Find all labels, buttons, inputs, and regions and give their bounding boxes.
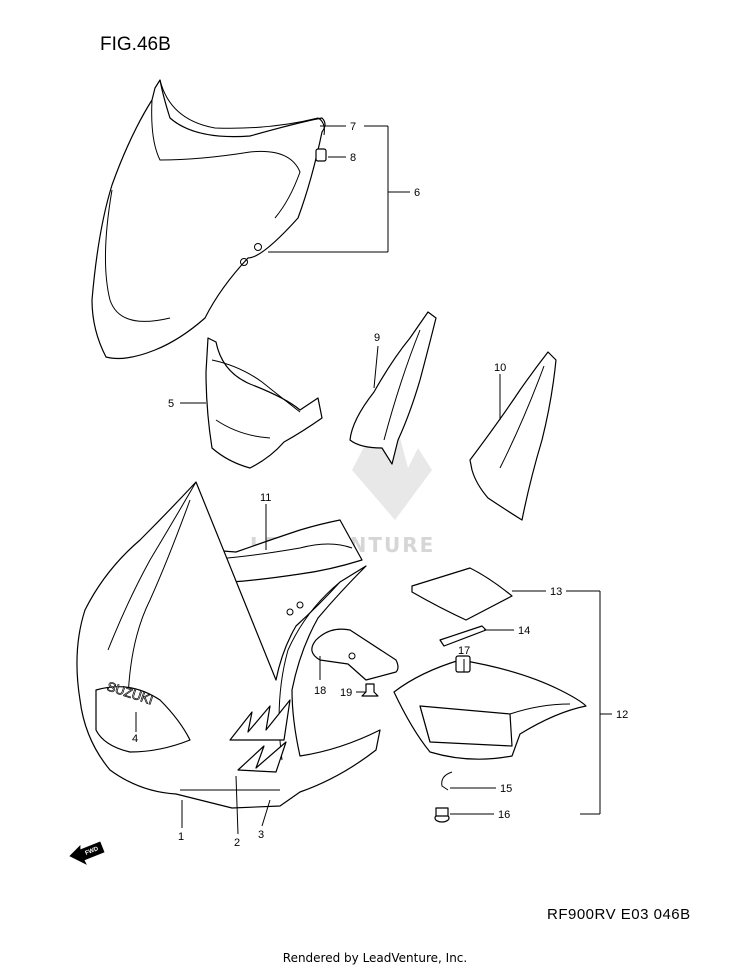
inner-cover bbox=[411, 567, 513, 621]
callout-19: 19 bbox=[340, 687, 352, 699]
inner-side-panel-left bbox=[349, 311, 437, 465]
inner-cowl-bracket bbox=[205, 337, 323, 469]
footer-credit: Rendered by LeadVenture, Inc. bbox=[282, 951, 468, 965]
callout-4: 4 bbox=[132, 733, 138, 745]
callout-17: 17 bbox=[458, 645, 470, 657]
callout-14: 14 bbox=[518, 625, 530, 637]
clip-17 bbox=[455, 655, 471, 673]
leader-lines bbox=[135, 125, 612, 835]
inner-side-panel-right bbox=[469, 351, 557, 521]
callout-9: 9 bbox=[374, 332, 380, 344]
callout-7: 7 bbox=[350, 121, 356, 133]
callout-8: 8 bbox=[350, 152, 356, 164]
grommet-16 bbox=[434, 807, 450, 823]
callout-13: 13 bbox=[550, 586, 562, 598]
callout-10: 10 bbox=[494, 362, 506, 374]
clip bbox=[315, 148, 327, 162]
callout-6: 6 bbox=[414, 187, 420, 199]
windscreen bbox=[91, 79, 326, 360]
figure-title: FIG.46B bbox=[100, 34, 171, 55]
bracket-plate bbox=[311, 628, 399, 681]
callout-labels: 7 8 6 5 9 10 11 13 14 17 18 19 12 4 15 1… bbox=[132, 121, 628, 849]
callout-11: 11 bbox=[260, 492, 271, 504]
callout-3: 3 bbox=[258, 829, 264, 841]
reference-code: RF900RV E03 046B bbox=[547, 906, 691, 923]
hook-15 bbox=[441, 771, 453, 791]
callout-5: 5 bbox=[168, 398, 174, 410]
callout-16: 16 bbox=[498, 809, 510, 821]
fwd-label: FWD bbox=[85, 846, 101, 857]
callout-15: 15 bbox=[500, 783, 512, 795]
screw-19 bbox=[361, 683, 379, 697]
seal-strip bbox=[439, 625, 487, 647]
callout-18: 18 bbox=[314, 685, 326, 697]
callout-1: 1 bbox=[178, 831, 184, 843]
forward-arrow: FWD bbox=[69, 841, 105, 865]
callout-2: 2 bbox=[234, 837, 240, 849]
callout-12: 12 bbox=[616, 709, 628, 721]
inner-side-cowl bbox=[393, 659, 587, 760]
screen-moulding bbox=[159, 79, 325, 136]
